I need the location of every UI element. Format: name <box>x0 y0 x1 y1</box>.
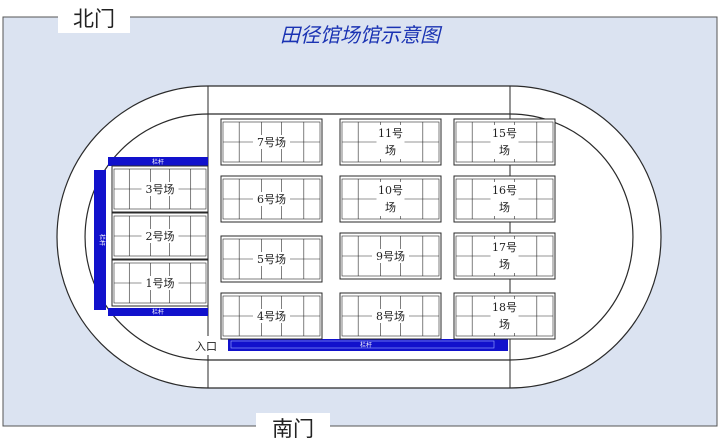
court-label-bg <box>490 182 519 216</box>
court-label: 1号场 <box>146 276 175 290</box>
court-5: 5号场 <box>220 235 323 283</box>
rail-left-bottom <box>108 308 208 316</box>
court-label-bg <box>372 249 409 263</box>
court-label: 2号场 <box>146 229 175 243</box>
court-17: 17号场 <box>453 232 556 280</box>
court-label: 8号场 <box>376 309 405 323</box>
rail-bottom-label: 栏杆 <box>360 341 372 349</box>
court-18: 18号场 <box>453 292 556 340</box>
court-label-bg <box>372 309 409 323</box>
court-label-bg <box>253 252 290 266</box>
court-label-bg <box>141 182 179 196</box>
rail-left-side <box>94 170 106 310</box>
court-label: 4号场 <box>257 309 286 323</box>
rail-bottom-inner <box>230 340 495 349</box>
court-label: 11号场 <box>378 127 403 157</box>
court-label: 9号场 <box>376 249 405 263</box>
court-label-bg <box>490 239 519 273</box>
court-label-bg <box>253 309 290 323</box>
court-label: 17号场 <box>492 241 517 271</box>
court-label-bg <box>253 192 290 206</box>
north-gate-label: 北门 <box>73 7 115 31</box>
court-6: 6号场 <box>220 175 323 223</box>
court-label-bg <box>376 125 405 159</box>
court-16: 16号场 <box>453 175 556 223</box>
court-label: 7号场 <box>257 135 286 149</box>
court-label-bg <box>376 182 405 216</box>
map-title: 田径馆场馆示意图 <box>280 23 443 47</box>
entrance-box <box>189 336 224 355</box>
court-label-bg <box>253 135 290 149</box>
court-label: 3号场 <box>146 182 175 196</box>
court-label: 10号场 <box>378 184 403 214</box>
rail-left-top <box>108 157 208 166</box>
court-9: 9号场 <box>339 232 442 280</box>
courts-group: 1号场 2号场 3号场 4号场 5号场 6号场 7号场 8号场 9号场 10号场 11号场 15号场 1… <box>111 118 556 340</box>
south-gate-label: 南门 <box>272 417 314 441</box>
court-7: 7号场 <box>220 118 323 166</box>
rail-left-bottom-label: 栏杆 <box>152 308 164 316</box>
court-label: 15号场 <box>492 127 517 157</box>
court-1: 1号场 <box>111 259 209 307</box>
court-label-bg <box>141 276 179 290</box>
court-10: 10号场 <box>339 175 442 223</box>
court-4: 4号场 <box>220 292 323 340</box>
court-label: 18号场 <box>492 301 517 331</box>
entrance-label: 入口 <box>195 340 217 353</box>
court-label-bg <box>141 229 179 243</box>
court-label-bg <box>490 125 519 159</box>
court-15: 15号场 <box>453 118 556 166</box>
court-label: 16号场 <box>492 184 517 214</box>
court-11: 11号场 <box>339 118 442 166</box>
court-label-bg <box>490 299 519 333</box>
rail-left-side-label: 栏杆 <box>98 234 106 246</box>
court-2: 2号场 <box>111 212 209 260</box>
south-gate-box <box>256 413 330 443</box>
court-label: 5号场 <box>257 252 286 266</box>
north-gate-box <box>58 5 130 33</box>
rail-left-top-label: 栏杆 <box>152 158 164 166</box>
court-label: 6号场 <box>257 192 286 206</box>
court-3: 3号场 <box>111 165 209 213</box>
court-8: 8号场 <box>339 292 442 340</box>
